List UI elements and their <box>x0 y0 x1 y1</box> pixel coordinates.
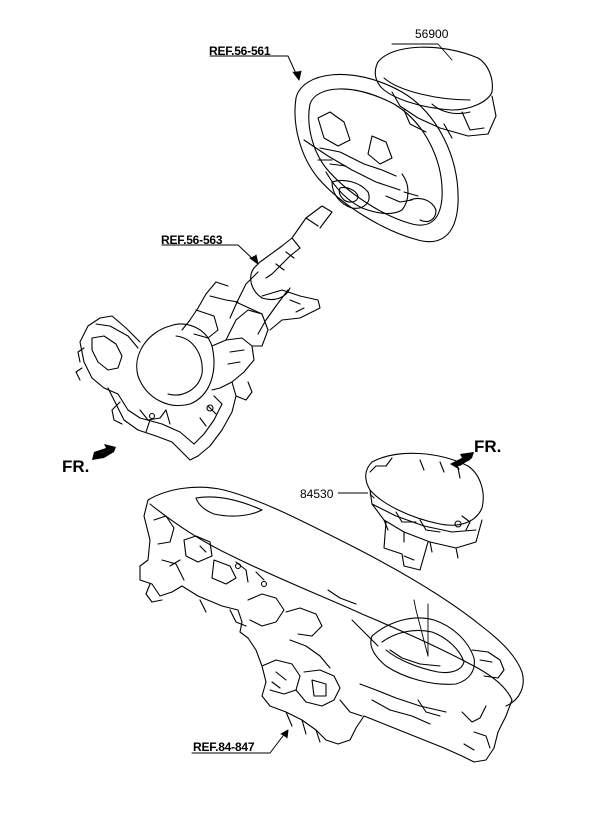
part-passenger-airbag-text: 84530 <box>300 487 334 501</box>
driver-airbag-module <box>374 46 497 139</box>
label-ref-steering-column: REF.56-563 <box>161 233 223 247</box>
ref-steering-column-text: REF.56-563 <box>161 233 223 247</box>
steering-column <box>75 205 333 461</box>
ref-crash-pad-text: REF.84-847 <box>193 740 255 754</box>
label-front-right: FR. <box>474 437 501 457</box>
part-driver-airbag-text: 56900 <box>415 27 449 41</box>
ref-steering-wheel-text: REF.56-561 <box>209 44 271 58</box>
crash-pad <box>139 486 524 763</box>
leader-lines <box>369 43 453 657</box>
passenger-airbag-module <box>365 452 484 571</box>
front-arrow-left <box>92 444 116 460</box>
label-part-passenger-airbag: 84530 <box>300 487 333 501</box>
front-right-text: FR. <box>474 437 502 456</box>
label-front-left: FR. <box>62 457 89 477</box>
front-left-text: FR. <box>62 457 90 476</box>
label-part-driver-airbag: 56900 <box>415 27 448 41</box>
label-ref-crash-pad: REF.84-847 <box>193 740 255 754</box>
steering-wheel <box>294 73 459 243</box>
front-arrow-right <box>450 452 474 470</box>
pointer-arrows <box>161 55 302 754</box>
label-ref-steering-wheel: REF.56-561 <box>209 44 271 58</box>
